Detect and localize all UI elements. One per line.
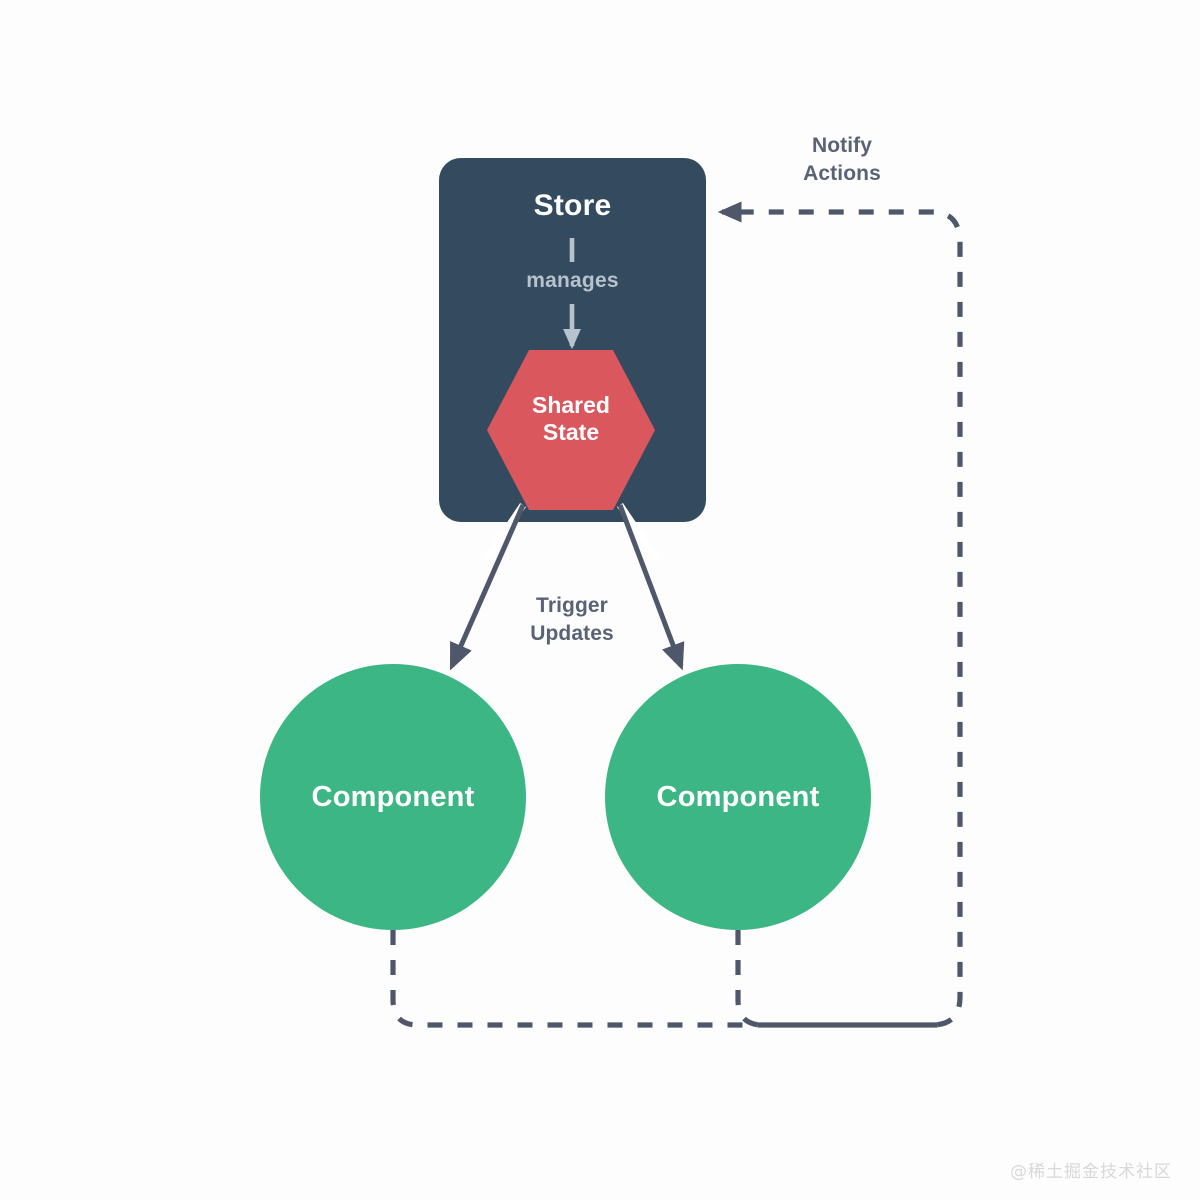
notify-actions-edge <box>390 201 963 1028</box>
component-right-circle <box>605 664 871 930</box>
shared-state-hexagon <box>487 350 655 510</box>
manages-edge-label: manages <box>526 269 619 292</box>
trigger-updates-edge <box>449 503 685 671</box>
component-left-circle <box>260 664 526 930</box>
watermark: @稀土掘金技术社区 <box>1010 1162 1172 1182</box>
